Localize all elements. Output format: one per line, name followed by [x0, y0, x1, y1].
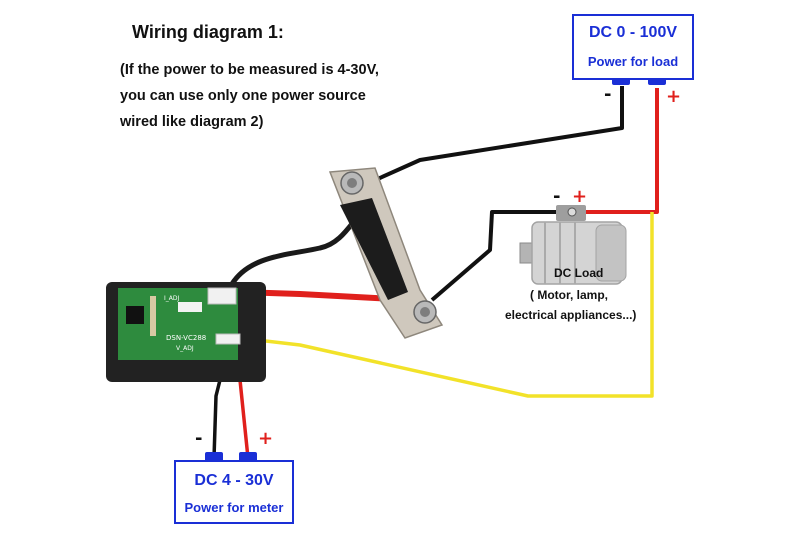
dc-motor-icon [519, 205, 627, 285]
load-power-supply-box: DC 0 - 100V Power for load [572, 14, 694, 80]
dc-load-name: DC Load [554, 266, 604, 280]
note-line-1: (If the power to be measured is 4-30V, [120, 62, 379, 78]
meter-supply-plus-sign: + [258, 428, 274, 449]
meter-adj-top: I_ADJ [164, 295, 179, 302]
yellow-wire-meter-to-load [239, 212, 654, 398]
meter-power-supply-box: DC 4 - 30V Power for meter [174, 460, 294, 524]
load-supply-voltage: DC 0 - 100V [588, 24, 678, 41]
meter-supply-voltage: DC 4 - 30V [194, 472, 274, 489]
meter-supply-label: Power for meter [184, 500, 284, 515]
black-wire-load-to-shunt [361, 86, 624, 188]
meter-module: I_ADJ DSN-VC288 V_ADJ [106, 282, 266, 382]
meter-supply-minus-terminal [205, 452, 223, 462]
meter-adj-bottom: V_ADJ [176, 345, 194, 352]
note-line-2: you can use only one power source [120, 88, 366, 104]
meter-supply-minus-sign: - [195, 428, 203, 449]
load-minus-sign: - [553, 186, 561, 207]
load-plus-sign: + [572, 186, 588, 207]
black-wire-meter-to-shunt [229, 212, 362, 286]
dc-load-examples-1: ( Motor, lamp, [530, 288, 608, 302]
shunt-resistor [328, 167, 444, 339]
black-wire-motor-to-shunt [430, 210, 560, 302]
load-supply-label: Power for load [587, 54, 679, 69]
load-supply-minus-sign: - [604, 84, 612, 105]
dc-load-examples-2: electrical appliances...) [505, 308, 637, 322]
red-wire-load-to-motor [578, 88, 659, 214]
meter-supply-plus-terminal [239, 452, 257, 462]
note-line-3: wired like diagram 2) [120, 114, 264, 130]
load-supply-plus-sign: + [666, 86, 682, 107]
diagram-title: Wiring diagram 1: [132, 22, 284, 42]
meter-model: DSN-VC288 [166, 334, 206, 342]
